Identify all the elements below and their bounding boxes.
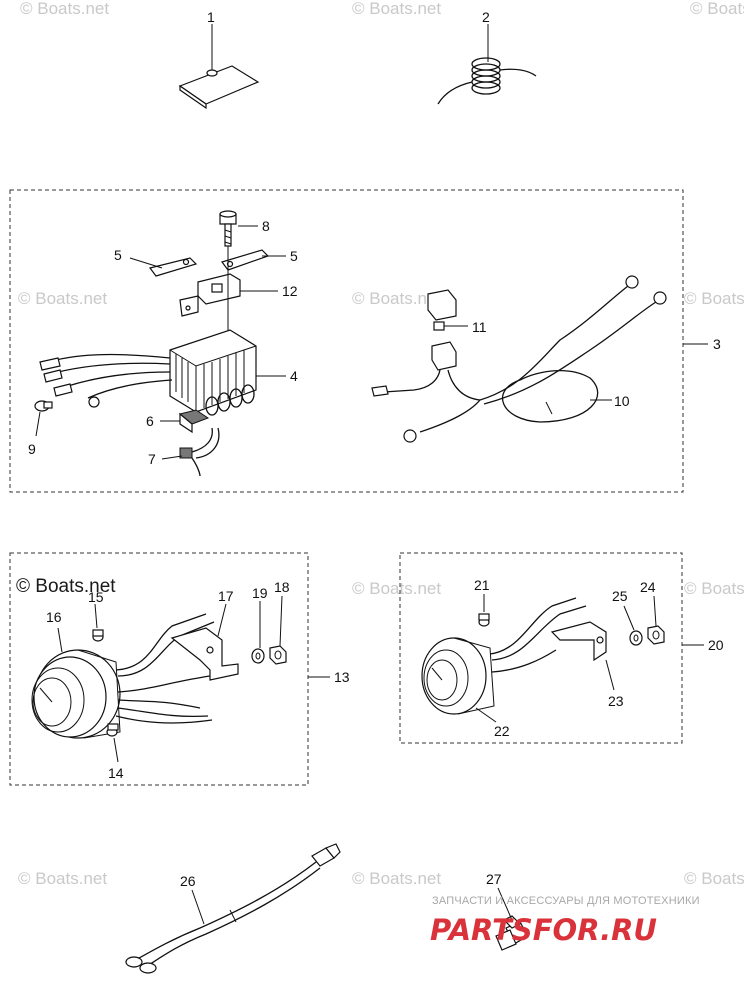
part-7-tie — [179, 427, 220, 477]
watermark-prominent: © Boats.net — [16, 576, 116, 597]
callout-5b: 5 — [290, 248, 298, 264]
callout-15: 15 — [88, 589, 104, 605]
watermark: © Boats.net — [352, 0, 441, 18]
part-6-boot — [178, 409, 210, 434]
callout-2: 2 — [482, 9, 490, 25]
callout-20: 20 — [708, 637, 724, 653]
leader-line — [605, 659, 615, 691]
callout-19: 19 — [252, 585, 268, 601]
leader-line — [279, 595, 283, 647]
watermark: © Boats.net — [352, 579, 441, 598]
part-26-cable — [125, 843, 341, 974]
kit-box-20 — [399, 552, 683, 744]
leader-line — [623, 605, 635, 631]
watermark: © Boats.net — [684, 579, 744, 598]
callout-24: 24 — [640, 579, 656, 595]
brand-logo: ЗАПЧАСТИ И АКСЕССУАРЫ ДЛЯ МОТОТЕХНИКИ PA… — [430, 895, 700, 947]
callout-18: 18 — [274, 579, 290, 595]
callout-17: 17 — [218, 588, 234, 604]
part-21-bulb — [478, 613, 490, 627]
part-23-bracket — [550, 621, 607, 662]
part-15-bulb — [92, 629, 104, 642]
leader-line — [217, 603, 227, 637]
callout-25: 25 — [612, 588, 628, 604]
part-22-gauge — [421, 597, 587, 715]
part-10-harness — [371, 275, 667, 443]
callout-16: 16 — [46, 609, 62, 625]
part-8-bolt — [219, 210, 237, 247]
watermark: © Boats.net — [684, 289, 744, 308]
leader-line — [161, 455, 183, 460]
callout-23: 23 — [608, 693, 624, 709]
part-1-pad — [178, 65, 260, 110]
leader-line — [191, 889, 205, 925]
part-24-nut — [647, 625, 665, 645]
callout-13: 13 — [334, 669, 350, 685]
brand-name: PARTSFOR.RU — [430, 913, 657, 947]
callout-12: 12 — [282, 283, 298, 299]
part-12-bracket — [179, 273, 241, 317]
callout-22: 22 — [494, 723, 510, 739]
watermarks: © Boats.net © Boats.net © Boats.net © Bo… — [16, 0, 744, 888]
part-27-sensor — [495, 915, 529, 951]
watermark: © Boats.net — [352, 289, 441, 308]
callout-7: 7 — [148, 451, 156, 467]
leader-line — [35, 411, 41, 437]
callout-5a: 5 — [114, 247, 122, 263]
callout-8: 8 — [262, 218, 270, 234]
leader-line — [653, 595, 657, 627]
part-18-nut — [269, 645, 287, 665]
part-19-washer — [251, 648, 265, 664]
callout-1: 1 — [207, 9, 215, 25]
leader-line — [113, 737, 119, 763]
leader-line — [129, 257, 163, 269]
callout-11: 11 — [472, 319, 487, 335]
watermark: © Boats.net — [352, 869, 441, 888]
kit-box-13 — [9, 552, 309, 786]
watermark: © Boats.net — [690, 0, 744, 18]
part-5-strap-left — [148, 257, 198, 277]
part-2-coil — [437, 57, 537, 105]
callout-10: 10 — [614, 393, 630, 409]
leader-line — [475, 707, 497, 723]
watermark: © Boats.net — [684, 869, 744, 888]
callout-21: 21 — [474, 577, 490, 593]
kit-box-3 — [9, 189, 684, 493]
callout-26: 26 — [180, 873, 196, 889]
part-17-bracket — [170, 627, 239, 681]
part-14-bulb — [106, 723, 119, 737]
callout-3: 3 — [713, 336, 721, 352]
part-16-tachometer — [31, 613, 215, 739]
part-4-rectifier — [39, 329, 257, 416]
callout-14: 14 — [108, 765, 124, 781]
callout-4: 4 — [290, 368, 298, 384]
callout-9: 9 — [28, 441, 36, 457]
watermark: © Boats.net — [20, 0, 109, 18]
leader-line — [497, 887, 513, 921]
part-25-washer — [629, 630, 643, 646]
part-9-screw — [34, 400, 53, 412]
watermark: © Boats.net — [18, 869, 107, 888]
leader-line — [57, 627, 63, 653]
part-5-strap-right — [221, 249, 270, 271]
callout-6: 6 — [146, 413, 154, 429]
leader-line — [94, 603, 98, 629]
callout-27: 27 — [486, 871, 502, 887]
part-11-relay — [427, 289, 457, 371]
watermark: © Boats.net — [18, 289, 107, 308]
brand-tagline: ЗАПЧАСТИ И АКСЕССУАРЫ ДЛЯ МОТОТЕХНИКИ — [432, 895, 700, 907]
